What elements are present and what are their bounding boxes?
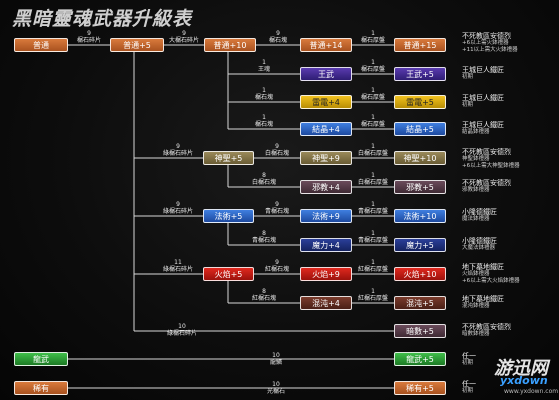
- node-magic-plus9[interactable]: 法術+9: [300, 209, 352, 223]
- node-unique[interactable]: 稀有: [14, 381, 68, 395]
- node-fire-plus10[interactable]: 火焰+10: [394, 267, 446, 281]
- node-divine-plus9[interactable]: 神聖+9: [300, 151, 352, 165]
- node-divine-plus5[interactable]: 神聖+5: [203, 151, 254, 165]
- node-crystal-plus5[interactable]: 結晶+5: [394, 122, 446, 136]
- node-dragon[interactable]: 龍武: [14, 352, 68, 366]
- node-unique-plus5[interactable]: 稀有+5: [394, 381, 446, 395]
- node-lightning-plus4[interactable]: 雷電+4: [300, 95, 352, 109]
- node-normal[interactable]: 普通: [14, 38, 68, 52]
- node-dragon-plus5[interactable]: 龍武+5: [394, 352, 446, 366]
- node-normal-plus10[interactable]: 普通+10: [204, 38, 256, 52]
- smith-note: 任一初期: [462, 380, 476, 394]
- node-divine-plus10[interactable]: 神聖+10: [394, 151, 446, 165]
- node-occult-plus4[interactable]: 邪教+4: [300, 180, 352, 194]
- node-chaos-plus4[interactable]: 混沌+4: [300, 296, 352, 310]
- smith-note: 不死教區安德烈暗數鉢禮器: [462, 323, 511, 337]
- node-magic-plus5[interactable]: 法術+5: [203, 209, 254, 223]
- smith-note: 王城巨人鐵匠結晶鉢禮器: [462, 121, 504, 135]
- smith-note: 地下墓地鐵匠混沌鉢禮器: [462, 295, 504, 309]
- node-crystal-plus4[interactable]: 結晶+4: [300, 122, 352, 136]
- smith-note: 地下墓地鐵匠火焰鉢禮器+6以上需大火焰鉢禮器: [462, 263, 520, 284]
- smith-note: 王城巨人鐵匠初期: [462, 94, 504, 108]
- page-title: 黑暗靈魂武器升級表: [12, 8, 193, 30]
- node-king-plus5[interactable]: 王武+5: [394, 67, 446, 81]
- smith-note: 小隆德鐵匠大魔法鉢禮器: [462, 237, 497, 251]
- node-fire-plus9[interactable]: 火焰+9: [300, 267, 352, 281]
- node-normal-plus15[interactable]: 普通+15: [394, 38, 446, 52]
- node-enchanted-plus4[interactable]: 魔力+4: [300, 238, 352, 252]
- node-enchanted-plus5[interactable]: 魔力+5: [394, 238, 446, 252]
- smith-note: 小隆德鐵匠魔法鉢禮器: [462, 208, 497, 222]
- smith-note: 不死教區安德烈神聖鉢禮器+6以上需大神聖鉢禮器: [462, 148, 520, 169]
- smith-note: 任一初期: [462, 352, 476, 366]
- node-king[interactable]: 王武: [300, 67, 352, 81]
- smith-note: 不死教區安德烈+6以上需火鉢禮器+11以上需大火鉢禮器: [462, 32, 518, 53]
- node-lightning-plus5[interactable]: 雷電+5: [394, 95, 446, 109]
- watermark-logo: 游迅网 yxdown www.yxdown.com: [494, 358, 559, 395]
- smith-note: 王城巨人鐵匠初期: [462, 66, 504, 80]
- node-magic-plus10[interactable]: 法術+10: [394, 209, 446, 223]
- node-fire-plus5[interactable]: 火焰+5: [203, 267, 254, 281]
- node-normal-plus14[interactable]: 普通+14: [300, 38, 352, 52]
- node-occult-plus5[interactable]: 邪教+5: [394, 180, 446, 194]
- node-normal-plus5[interactable]: 普通+5: [110, 38, 164, 52]
- node-chaos-plus5[interactable]: 混沌+5: [394, 296, 446, 310]
- smith-note: 不死教區安德烈邪教鉢禮器: [462, 179, 511, 193]
- node-dark-plus5[interactable]: 暗數+5: [394, 324, 446, 338]
